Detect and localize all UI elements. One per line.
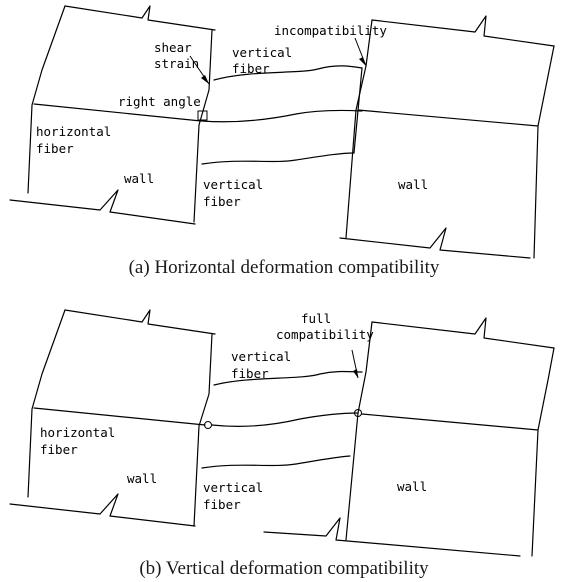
left-wall-right-edge xyxy=(193,29,213,223)
wall-right-label: wall xyxy=(397,479,427,494)
left-wall-bottom-edge xyxy=(9,493,196,527)
panel-a-right-wall xyxy=(339,15,555,259)
right-angle-label: right angle xyxy=(118,94,201,109)
panel-a-left-wall xyxy=(9,5,216,225)
right-wall-bottom-edge xyxy=(263,517,521,557)
joint-top-vertical-fiber xyxy=(213,65,363,81)
wall-right-label: wall xyxy=(398,177,428,192)
horizontal-fiber-label-1: horizontal xyxy=(36,124,111,139)
panel-a: incompatibility shear strain vertical fi… xyxy=(9,5,555,278)
vertical-fiber-top-label-1: vertical xyxy=(232,45,292,60)
joint-top-vertical-fiber xyxy=(213,370,363,386)
panel-b-right-wall xyxy=(263,317,555,557)
left-wall-left-edge xyxy=(27,309,66,498)
incompatibility-arrowhead xyxy=(359,57,366,66)
joint-middle-horizontal-fiber xyxy=(201,109,363,123)
right-node-marker xyxy=(354,409,362,417)
left-wall-top-edge xyxy=(64,5,216,31)
left-wall-horizontal-fiber xyxy=(33,103,202,122)
panel-b-joint xyxy=(201,370,363,469)
vertical-fiber-top-label-2: fiber xyxy=(232,61,270,76)
right-wall-horizontal-fiber xyxy=(361,413,539,431)
left-wall-bottom-edge xyxy=(9,189,196,225)
right-wall-bottom-edge xyxy=(339,227,531,259)
right-wall-left-edge xyxy=(345,19,373,239)
left-wall-horizontal-fiber xyxy=(33,407,206,426)
right-angle-marker xyxy=(197,110,208,121)
full-label: full xyxy=(301,311,331,326)
left-wall-top-edge xyxy=(64,309,216,335)
wall-left-label: wall xyxy=(127,471,157,486)
caption-b: (b) Vertical deformation compatibility xyxy=(139,558,429,579)
horizontal-fiber-label-2: fiber xyxy=(40,442,78,457)
horizontal-fiber-label-2: fiber xyxy=(36,141,74,156)
left-wall-left-edge xyxy=(27,5,66,194)
vertical-fiber-top-label-2: fiber xyxy=(231,366,269,381)
joint-bottom-vertical-fiber xyxy=(201,152,355,165)
left-wall-right-edge xyxy=(193,333,213,527)
vertical-fiber-top-label-1: vertical xyxy=(231,349,291,364)
joint-middle-horizontal-fiber xyxy=(211,412,359,427)
vertical-fiber-bottom-label-2: fiber xyxy=(203,194,241,209)
panel-b-left-wall xyxy=(9,309,216,527)
strain-label: strain xyxy=(154,56,199,71)
wall-left-label: wall xyxy=(124,171,154,186)
panel-a-joint xyxy=(201,65,363,165)
right-wall-right-edge xyxy=(531,347,555,557)
compatibility-label: compatibility xyxy=(276,327,374,342)
shear-strain-arrowhead xyxy=(201,75,209,84)
panel-b: full compatibility vertical fiber horizo… xyxy=(9,309,555,579)
vertical-fiber-bottom-label-1: vertical xyxy=(203,480,263,495)
right-wall-left-edge xyxy=(345,321,373,541)
right-wall-top-edge xyxy=(371,15,555,47)
full-compatibility-arrowhead xyxy=(353,369,358,378)
right-wall-right-edge xyxy=(533,45,555,259)
incompatibility-label: incompatibility xyxy=(274,23,387,38)
right-wall-top-edge xyxy=(371,317,555,349)
vertical-fiber-bottom-label-1: vertical xyxy=(203,177,263,192)
horizontal-fiber-label-1: horizontal xyxy=(40,425,115,440)
right-wall-horizontal-fiber xyxy=(357,109,539,127)
vertical-fiber-bottom-label-2: fiber xyxy=(203,497,241,512)
caption-a: (a) Horizontal deformation compatibility xyxy=(129,257,440,278)
shear-label: shear xyxy=(154,40,192,55)
joint-bottom-vertical-fiber xyxy=(201,455,351,469)
